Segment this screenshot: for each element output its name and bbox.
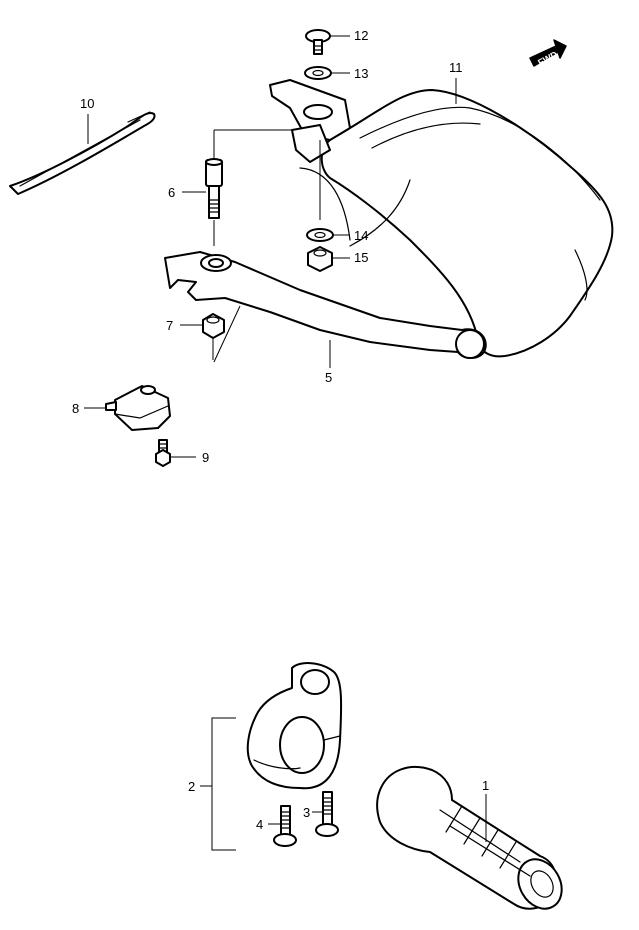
screw-4 <box>273 805 297 847</box>
callout-2: 2 <box>188 779 195 794</box>
callout-7: 7 <box>166 318 173 333</box>
callout-6: 6 <box>168 185 175 200</box>
handguard <box>269 79 614 358</box>
callout-labels: 12 13 11 10 6 14 15 7 5 8 9 2 3 4 1 <box>72 28 489 832</box>
callout-8: 8 <box>72 401 79 416</box>
nut-15 <box>307 246 333 272</box>
brake-lever <box>164 251 487 359</box>
strap <box>9 111 156 195</box>
fwd-badge: FWD <box>529 39 567 68</box>
callout-11: 11 <box>449 60 463 75</box>
throttle-housing <box>246 662 343 790</box>
callout-13: 13 <box>354 66 368 81</box>
washer-13 <box>304 66 332 80</box>
leader-lines <box>84 35 487 851</box>
callout-9: 9 <box>202 450 209 465</box>
grip <box>376 765 563 910</box>
nut-7 <box>202 313 225 339</box>
callout-1: 1 <box>482 778 489 793</box>
screw-12 <box>305 29 331 55</box>
bolt-6 <box>205 158 223 219</box>
callout-12: 12 <box>354 28 368 43</box>
callout-4: 4 <box>256 817 263 832</box>
callout-15: 15 <box>354 250 368 265</box>
callout-3: 3 <box>303 805 310 820</box>
forward-arrow-icon <box>529 39 567 67</box>
switch-8 <box>105 385 171 431</box>
callout-10: 10 <box>80 96 94 111</box>
callout-14: 14 <box>354 228 368 243</box>
callout-5: 5 <box>325 370 332 385</box>
washer-14 <box>306 228 334 242</box>
screw-9 <box>155 439 171 467</box>
screw-3 <box>315 791 339 837</box>
